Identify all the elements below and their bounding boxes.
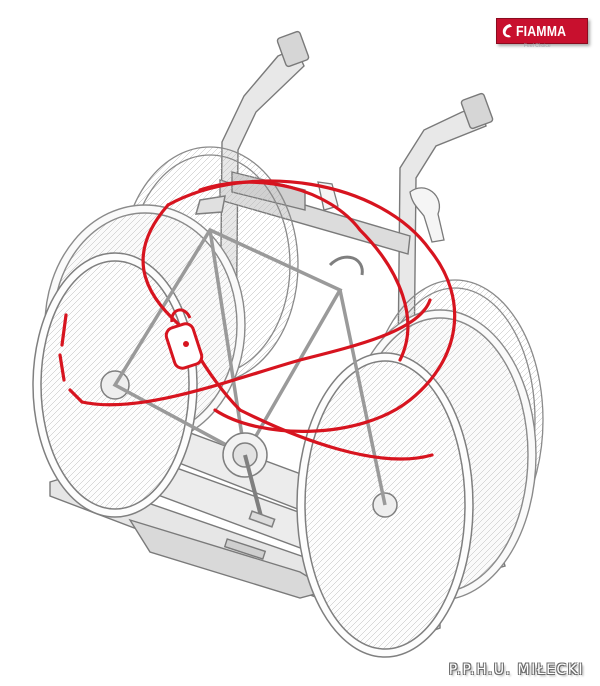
watermark-text: P.P.H.U. MIŁECKI [448, 662, 584, 678]
brand-name: FIAMMA [516, 22, 567, 40]
front-bicycle [32, 195, 474, 658]
fiamma-logo: FIAMMA [496, 18, 588, 44]
brand-tagline: Feel Choice [524, 43, 551, 49]
fiamma-flame-icon [502, 24, 512, 38]
padlock-icon [164, 308, 204, 370]
